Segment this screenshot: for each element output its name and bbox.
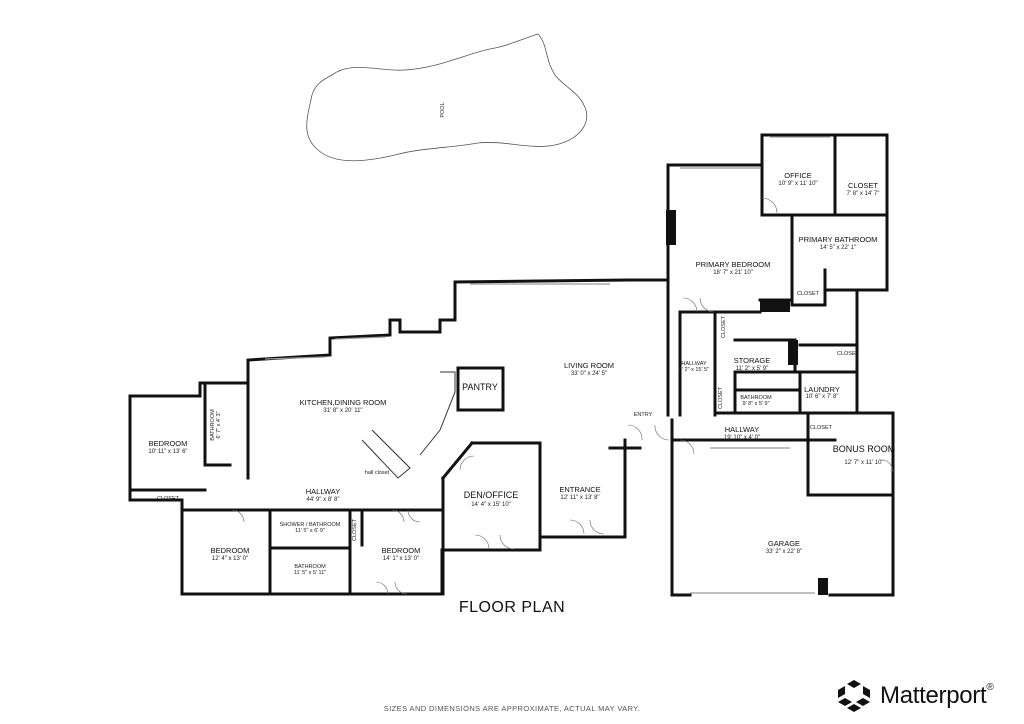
primary-bed-label: PRIMARY BEDROOM <box>696 260 771 269</box>
bathroom-e-label: BATHROOM <box>740 395 772 401</box>
closet-hall-label: CLOSET <box>718 386 724 409</box>
interior-walls <box>128 133 895 596</box>
living-dim: 33' 0" x 24' 5" <box>571 371 607 377</box>
bedroom-sw-label: BEDROOM <box>211 546 250 555</box>
brand-name: Matterport <box>880 682 987 709</box>
den-label: DEN/OFFICE <box>464 490 519 500</box>
bath-w-dim: 6' 7" x 4' 3" <box>216 411 222 438</box>
bedroom-s-dim: 14' 1" x 13' 0" <box>383 556 419 562</box>
bonus-dim: 12' 7" x 11' 10" <box>844 460 883 466</box>
hall-closet-label: hall closet <box>365 470 390 476</box>
hallway-w-dim: 44' 9" x 8' 8" <box>307 497 340 503</box>
shower-bath-label: SHOWER / BATHROOM <box>280 522 341 528</box>
pool-label: POOL <box>440 102 446 117</box>
bath-w-label: BATHROOM <box>210 409 216 441</box>
matterport-cube-icon <box>838 680 870 712</box>
disclaimer-text: SIZES AND DIMENSIONS ARE APPROXIMATE, AC… <box>383 704 641 713</box>
solid-blocks <box>666 210 828 595</box>
closet-office-dim: 7' 8" x 14' 7" <box>847 191 880 197</box>
bedroom-s-label: BEDROOM <box>382 546 421 555</box>
office-dim: 10' 9" x 11' 10" <box>778 181 817 187</box>
entrance-dim: 12' 11" x 13' 8" <box>560 495 599 501</box>
bath-s-dim: 11' 5" x 5' 11" <box>294 570 326 576</box>
hallway-garage-label: HALLWAY <box>725 425 759 434</box>
closet-primary-label: CLOSET <box>797 291 820 297</box>
closet-laundry-label: CLOSET <box>837 351 860 357</box>
closet-small-label: CLOSET <box>721 315 727 338</box>
hallway-w-label: HALLWAY <box>306 487 340 496</box>
storage-label: STORAGE <box>734 356 771 365</box>
hallway-garage-dim: 19' 10" x 4' 0" <box>724 435 760 441</box>
garage-dim: 33' 2" x 22' 8" <box>766 549 802 555</box>
storage-dim: 11' 2" x 5' 9" <box>736 366 768 372</box>
garage-label: GARAGE <box>768 539 800 548</box>
windows <box>264 136 830 594</box>
laundry-dim: 10' 6" x 7' 8" <box>806 394 839 400</box>
entry-label: ENTRY <box>634 412 653 418</box>
closet-bonus-label: CLOSET <box>810 425 833 431</box>
bathroom-e-dim: 9' 8" x 5' 9" <box>742 401 769 407</box>
doors <box>231 197 894 595</box>
exterior-walls <box>128 133 895 597</box>
pantry-label: PANTRY <box>462 382 498 392</box>
entrance-label: ENTRANCE <box>559 485 600 494</box>
laundry-label: LAUNDRY <box>804 385 840 394</box>
brand-logo: Matterport® <box>836 676 994 716</box>
primary-bed-dim: 18' 7" x 21' 10" <box>713 270 753 276</box>
shower-bath-dim: 11' 5" x 6' 9" <box>295 528 325 534</box>
floor-plan-title: FLOOR PLAN <box>458 599 566 616</box>
bath-s-label: BATHROOM <box>294 564 326 570</box>
living-label: LIVING ROOM <box>564 361 614 370</box>
kitchen-label: KITCHEN,DINING ROOM <box>300 398 387 407</box>
closet-w-label: CLOSET <box>157 496 180 502</box>
bedroom-w-dim: 10' 11" x 13' 6" <box>148 449 187 455</box>
primary-bath-label: PRIMARY BATHROOM <box>799 235 878 244</box>
den-dim: 14' 4" x 15' 10" <box>471 502 511 508</box>
bonus-label: BONUS ROOM <box>833 444 896 454</box>
hallway-e-dim: 6' 2" x 15' 5" <box>679 367 709 373</box>
room-labels: OFFICE 10' 9" x 11' 10" CLOSET 7' 8" x 1… <box>148 171 895 576</box>
primary-bath-dim: 14' 5" x 22' 1" <box>820 245 856 251</box>
bedroom-w-label: BEDROOM <box>149 439 188 448</box>
office-label: OFFICE <box>784 171 812 180</box>
pool-outline <box>306 33 588 162</box>
hallway-e-label: HALLWAY <box>681 361 707 367</box>
kitchen-dim: 31' 8" x 20' 11" <box>323 408 362 414</box>
closet-office-label: CLOSET <box>848 181 878 190</box>
brand-mark: ® <box>986 682 994 693</box>
bedroom-sw-dim: 12' 4" x 13' 0" <box>212 556 248 562</box>
closet-sv-label: CLOSET <box>352 518 358 541</box>
